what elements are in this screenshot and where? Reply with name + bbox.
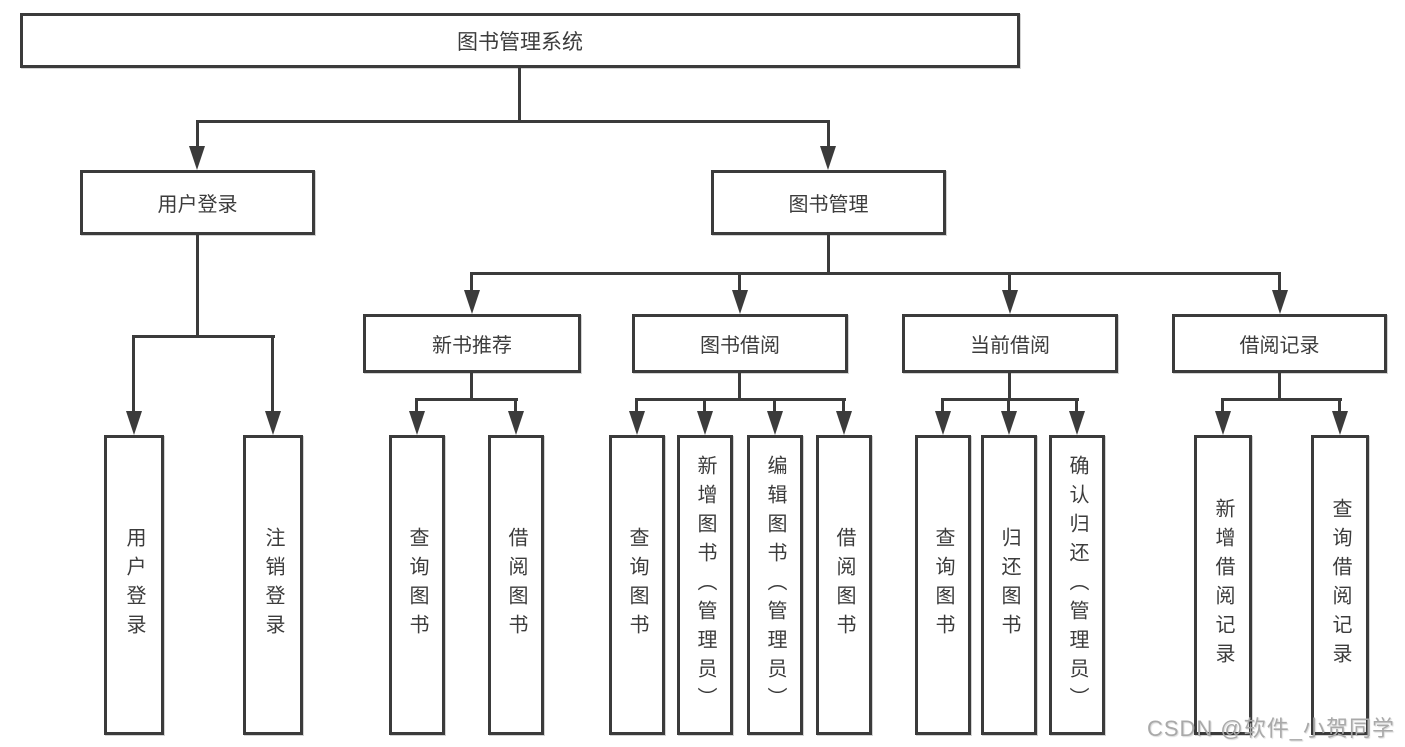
leaf-confirm-return-admin-label: 确认归还（管理员） bbox=[1066, 454, 1088, 716]
connector-level2-bar bbox=[470, 272, 1281, 275]
node-new-book-recommend: 新书推荐 bbox=[363, 314, 581, 373]
arrowhead-borrow-add bbox=[697, 411, 713, 435]
arrowhead-borrow-borrow bbox=[836, 411, 852, 435]
connector-drop-book-management bbox=[827, 120, 830, 148]
node-library-system: 图书管理系统 bbox=[20, 13, 1020, 68]
arrowhead-leaf-user-login bbox=[126, 411, 142, 435]
leaf-borrow-query-books-label: 查询图书 bbox=[626, 527, 648, 643]
connector-drop-leaf-logout bbox=[271, 335, 274, 411]
leaf-return-books-label: 归还图书 bbox=[998, 527, 1020, 643]
arrowhead-borrow-query bbox=[629, 411, 645, 435]
leaf-user-login: 用户登录 bbox=[104, 435, 164, 735]
connector-drop-user-login bbox=[196, 120, 199, 148]
leaf-query-borrow-record: 查询借阅记录 bbox=[1311, 435, 1369, 735]
leaf-add-book-admin: 新增图书（管理员） bbox=[677, 435, 733, 735]
connector-drop-current-borrowing bbox=[1008, 272, 1011, 291]
arrowhead-book-borrowing bbox=[732, 290, 748, 314]
connector-drop-borrow-edit bbox=[773, 398, 776, 411]
leaf-cur-query-books: 查询图书 bbox=[915, 435, 971, 735]
connector-recommend-bar bbox=[415, 398, 518, 401]
node-library-system-label: 图书管理系统 bbox=[457, 30, 583, 54]
connector-records-bar bbox=[1221, 398, 1342, 401]
leaf-rec-borrow-books: 借阅图书 bbox=[488, 435, 544, 735]
arrowhead-rec-borrow bbox=[508, 411, 524, 435]
connector-drop-records-add bbox=[1221, 398, 1224, 411]
arrowhead-new-book-recommend bbox=[464, 290, 480, 314]
connector-drop-borrow-add bbox=[703, 398, 706, 411]
leaf-confirm-return-admin: 确认归还（管理员） bbox=[1049, 435, 1105, 735]
connector-user-login-bar bbox=[132, 335, 275, 338]
connector-current-stem bbox=[1008, 373, 1011, 398]
arrowhead-book-management bbox=[820, 146, 836, 170]
connector-recommend-stem bbox=[470, 373, 473, 398]
leaf-logout-login-label: 注销登录 bbox=[262, 527, 284, 643]
connector-borrowing-bar bbox=[635, 398, 846, 401]
arrowhead-cur-confirm bbox=[1069, 411, 1085, 435]
connector-drop-borrowing-records bbox=[1278, 272, 1281, 291]
connector-drop-rec-borrow bbox=[514, 398, 517, 411]
connector-drop-records-query bbox=[1338, 398, 1341, 411]
arrowhead-rec-query bbox=[409, 411, 425, 435]
leaf-add-book-admin-label: 新增图书（管理员） bbox=[694, 454, 716, 716]
leaf-add-borrow-record-label: 新增借阅记录 bbox=[1212, 498, 1234, 672]
node-borrowing-records: 借阅记录 bbox=[1172, 314, 1387, 373]
arrowhead-borrow-edit bbox=[767, 411, 783, 435]
leaf-logout-login: 注销登录 bbox=[243, 435, 303, 735]
connector-level1-bar bbox=[196, 120, 830, 123]
connector-root-stem bbox=[518, 68, 521, 120]
arrowhead-leaf-logout bbox=[265, 411, 281, 435]
node-user-login: 用户登录 bbox=[80, 170, 315, 235]
connector-drop-book-borrowing bbox=[738, 272, 741, 291]
leaf-query-borrow-record-label: 查询借阅记录 bbox=[1329, 498, 1351, 672]
leaf-edit-book-admin-label: 编辑图书（管理员） bbox=[764, 454, 786, 716]
leaf-user-login-label: 用户登录 bbox=[123, 527, 145, 643]
arrowhead-cur-return bbox=[1001, 411, 1017, 435]
node-book-management: 图书管理 bbox=[711, 170, 946, 235]
leaf-add-borrow-record: 新增借阅记录 bbox=[1194, 435, 1252, 735]
leaf-edit-book-admin: 编辑图书（管理员） bbox=[747, 435, 803, 735]
arrowhead-current-borrowing bbox=[1002, 290, 1018, 314]
arrowhead-user-login bbox=[189, 146, 205, 170]
leaf-cur-query-books-label: 查询图书 bbox=[932, 527, 954, 643]
node-current-borrowing: 当前借阅 bbox=[902, 314, 1118, 373]
arrowhead-borrowing-records bbox=[1272, 290, 1288, 314]
node-book-borrowing: 图书借阅 bbox=[632, 314, 848, 373]
connector-drop-borrow-borrow bbox=[842, 398, 845, 411]
leaf-rec-query-books: 查询图书 bbox=[389, 435, 445, 735]
watermark: CSDN @软件_小贺同学 bbox=[1146, 716, 1395, 741]
leaf-borrow-borrow-books-label: 借阅图书 bbox=[833, 527, 855, 643]
connector-drop-cur-query bbox=[941, 398, 944, 411]
connector-records-stem bbox=[1278, 373, 1281, 398]
leaf-borrow-query-books: 查询图书 bbox=[609, 435, 665, 735]
node-user-login-label: 用户登录 bbox=[157, 194, 238, 216]
node-book-borrowing-label: 图书借阅 bbox=[700, 335, 780, 357]
connector-current-bar bbox=[941, 398, 1079, 401]
connector-drop-new-book-recommend bbox=[470, 272, 473, 291]
node-borrowing-records-label: 借阅记录 bbox=[1239, 335, 1320, 357]
connector-drop-cur-confirm bbox=[1075, 398, 1078, 411]
node-new-book-recommend-label: 新书推荐 bbox=[432, 335, 512, 357]
connector-drop-leaf-user-login bbox=[132, 335, 135, 411]
connector-borrowing-stem bbox=[738, 373, 741, 398]
leaf-rec-query-books-label: 查询图书 bbox=[406, 527, 428, 643]
node-book-management-label: 图书管理 bbox=[788, 194, 869, 216]
leaf-return-books: 归还图书 bbox=[981, 435, 1037, 735]
connector-drop-rec-query bbox=[415, 398, 418, 411]
arrowhead-records-query bbox=[1332, 411, 1348, 435]
arrowhead-cur-query bbox=[935, 411, 951, 435]
arrowhead-records-add bbox=[1215, 411, 1231, 435]
leaf-borrow-borrow-books: 借阅图书 bbox=[816, 435, 872, 735]
connector-book-management-stem bbox=[827, 235, 830, 275]
leaf-rec-borrow-books-label: 借阅图书 bbox=[505, 527, 527, 643]
node-current-borrowing-label: 当前借阅 bbox=[970, 335, 1050, 357]
connector-user-login-stem bbox=[196, 235, 199, 335]
connector-drop-cur-return bbox=[1007, 398, 1010, 411]
connector-drop-borrow-query bbox=[635, 398, 638, 411]
